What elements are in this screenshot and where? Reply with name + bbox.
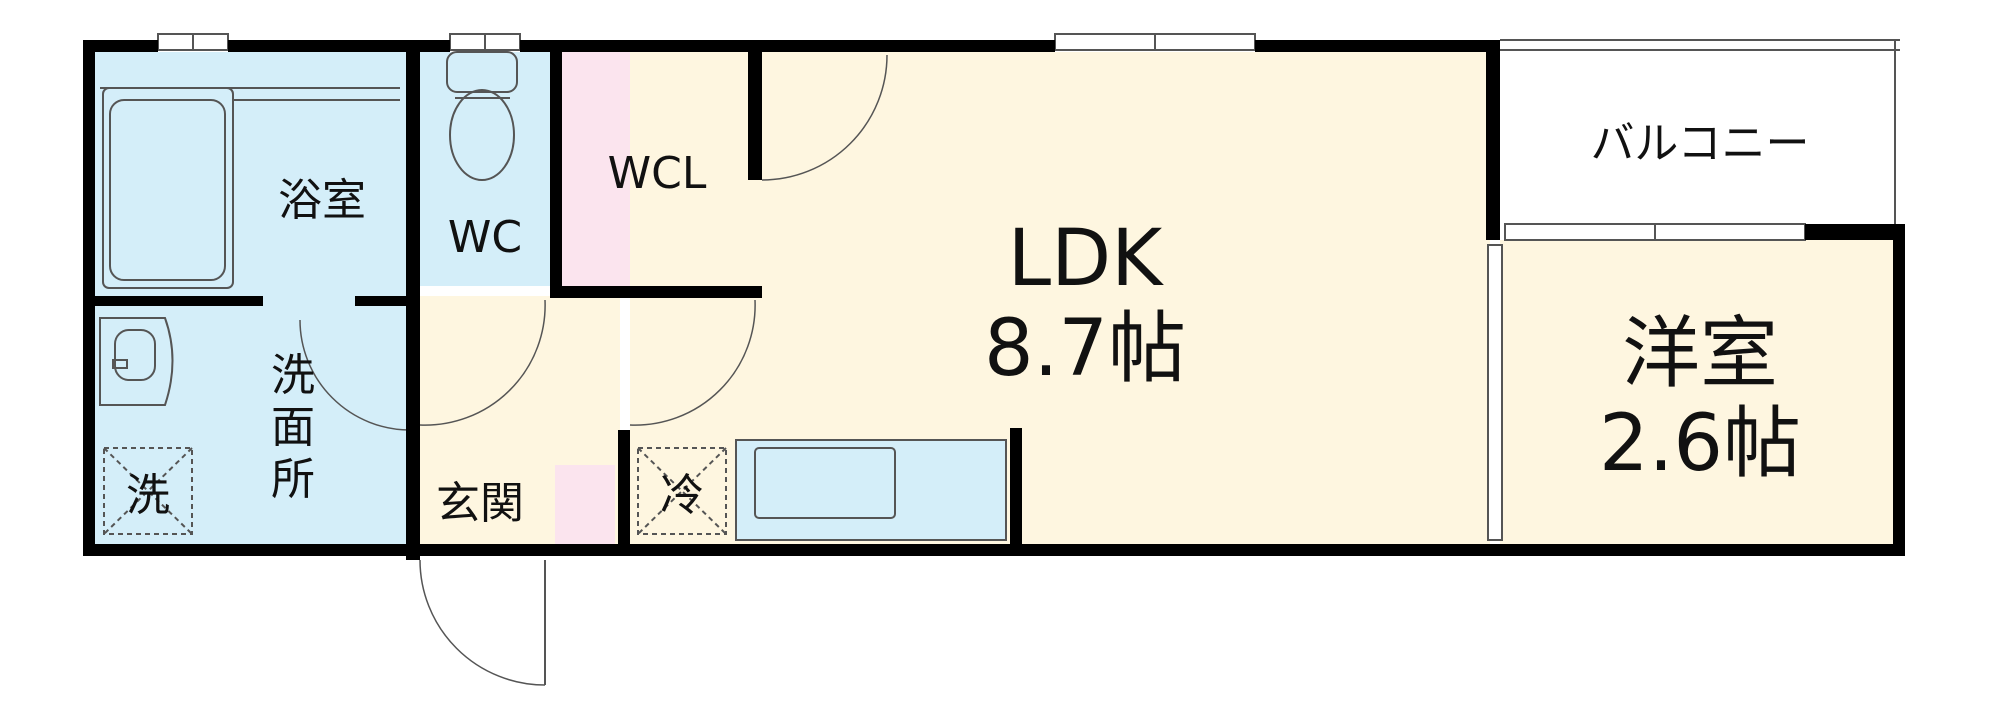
balcony-area	[1500, 40, 1905, 230]
wall-top-right	[1255, 40, 1500, 52]
room-fills	[95, 40, 1905, 544]
toilet-label: WC	[448, 212, 522, 263]
balcony-label: バルコニー	[1590, 118, 1809, 169]
fixtures	[99, 51, 1007, 686]
wall-ldk-right	[1486, 40, 1500, 240]
wall-bottom	[83, 544, 1905, 556]
bedroom-size: 2.6帖	[1599, 399, 1801, 489]
washroom-label-char-2: 面	[271, 402, 315, 453]
toilet-bowl	[449, 89, 515, 181]
door-ldk-hall	[629, 299, 756, 426]
wall-top-left	[83, 40, 158, 52]
wall-bath-split	[83, 296, 263, 306]
wall-closet-bottom	[550, 286, 762, 298]
wall-bath-split2	[355, 296, 410, 306]
wall-kitchen-end	[1010, 428, 1022, 556]
wall-wc-closet	[550, 40, 562, 296]
shoe-cabinet	[555, 465, 615, 544]
walls	[83, 40, 1905, 560]
sink	[754, 447, 896, 519]
wall-bedroom-top	[1805, 224, 1905, 240]
bedroom-label: 洋室	[1622, 309, 1778, 399]
room-labels: 浴室 WC WCL LDK 8.7帖 バルコニー 洋室 2.6帖 洗 面 所 玄…	[126, 118, 1810, 529]
door-hall	[419, 299, 546, 426]
window-ldk-bedroom	[1487, 244, 1503, 541]
windows	[157, 33, 1806, 541]
balcony-rail	[1500, 39, 1900, 224]
fridge-space	[637, 447, 727, 535]
bathtub-inner	[109, 99, 226, 281]
bathroom-label: 浴室	[278, 175, 366, 226]
wall-entry-left	[406, 544, 420, 560]
door-closet	[761, 54, 888, 181]
fridge-label: 冷	[660, 470, 704, 521]
wall-right	[1893, 224, 1905, 556]
door-entry	[419, 559, 546, 686]
washroom-label-char-1: 洗	[271, 350, 315, 401]
closet-label: WCL	[608, 148, 707, 199]
ldk-size: 8.7帖	[984, 304, 1186, 394]
kitchen-counter	[735, 439, 1007, 541]
wall-top-mid2	[520, 40, 1055, 52]
toilet-tank	[446, 51, 518, 93]
bedroom-area	[1500, 240, 1905, 544]
washer-pan	[103, 447, 193, 535]
wall-closet-right	[748, 40, 762, 180]
wall-bath-wc	[406, 40, 420, 556]
washroom-area	[95, 302, 410, 544]
entrance-label: 玄関	[436, 478, 524, 529]
wall-hall-ldk	[618, 430, 630, 556]
bathtub	[102, 87, 234, 289]
door-bath	[299, 319, 411, 431]
wall-top-mid	[228, 40, 450, 52]
ldk-label: LDK	[1008, 214, 1165, 304]
washroom-label-char-3: 所	[271, 454, 315, 505]
washer-label: 洗	[126, 470, 170, 521]
basin	[99, 317, 174, 406]
